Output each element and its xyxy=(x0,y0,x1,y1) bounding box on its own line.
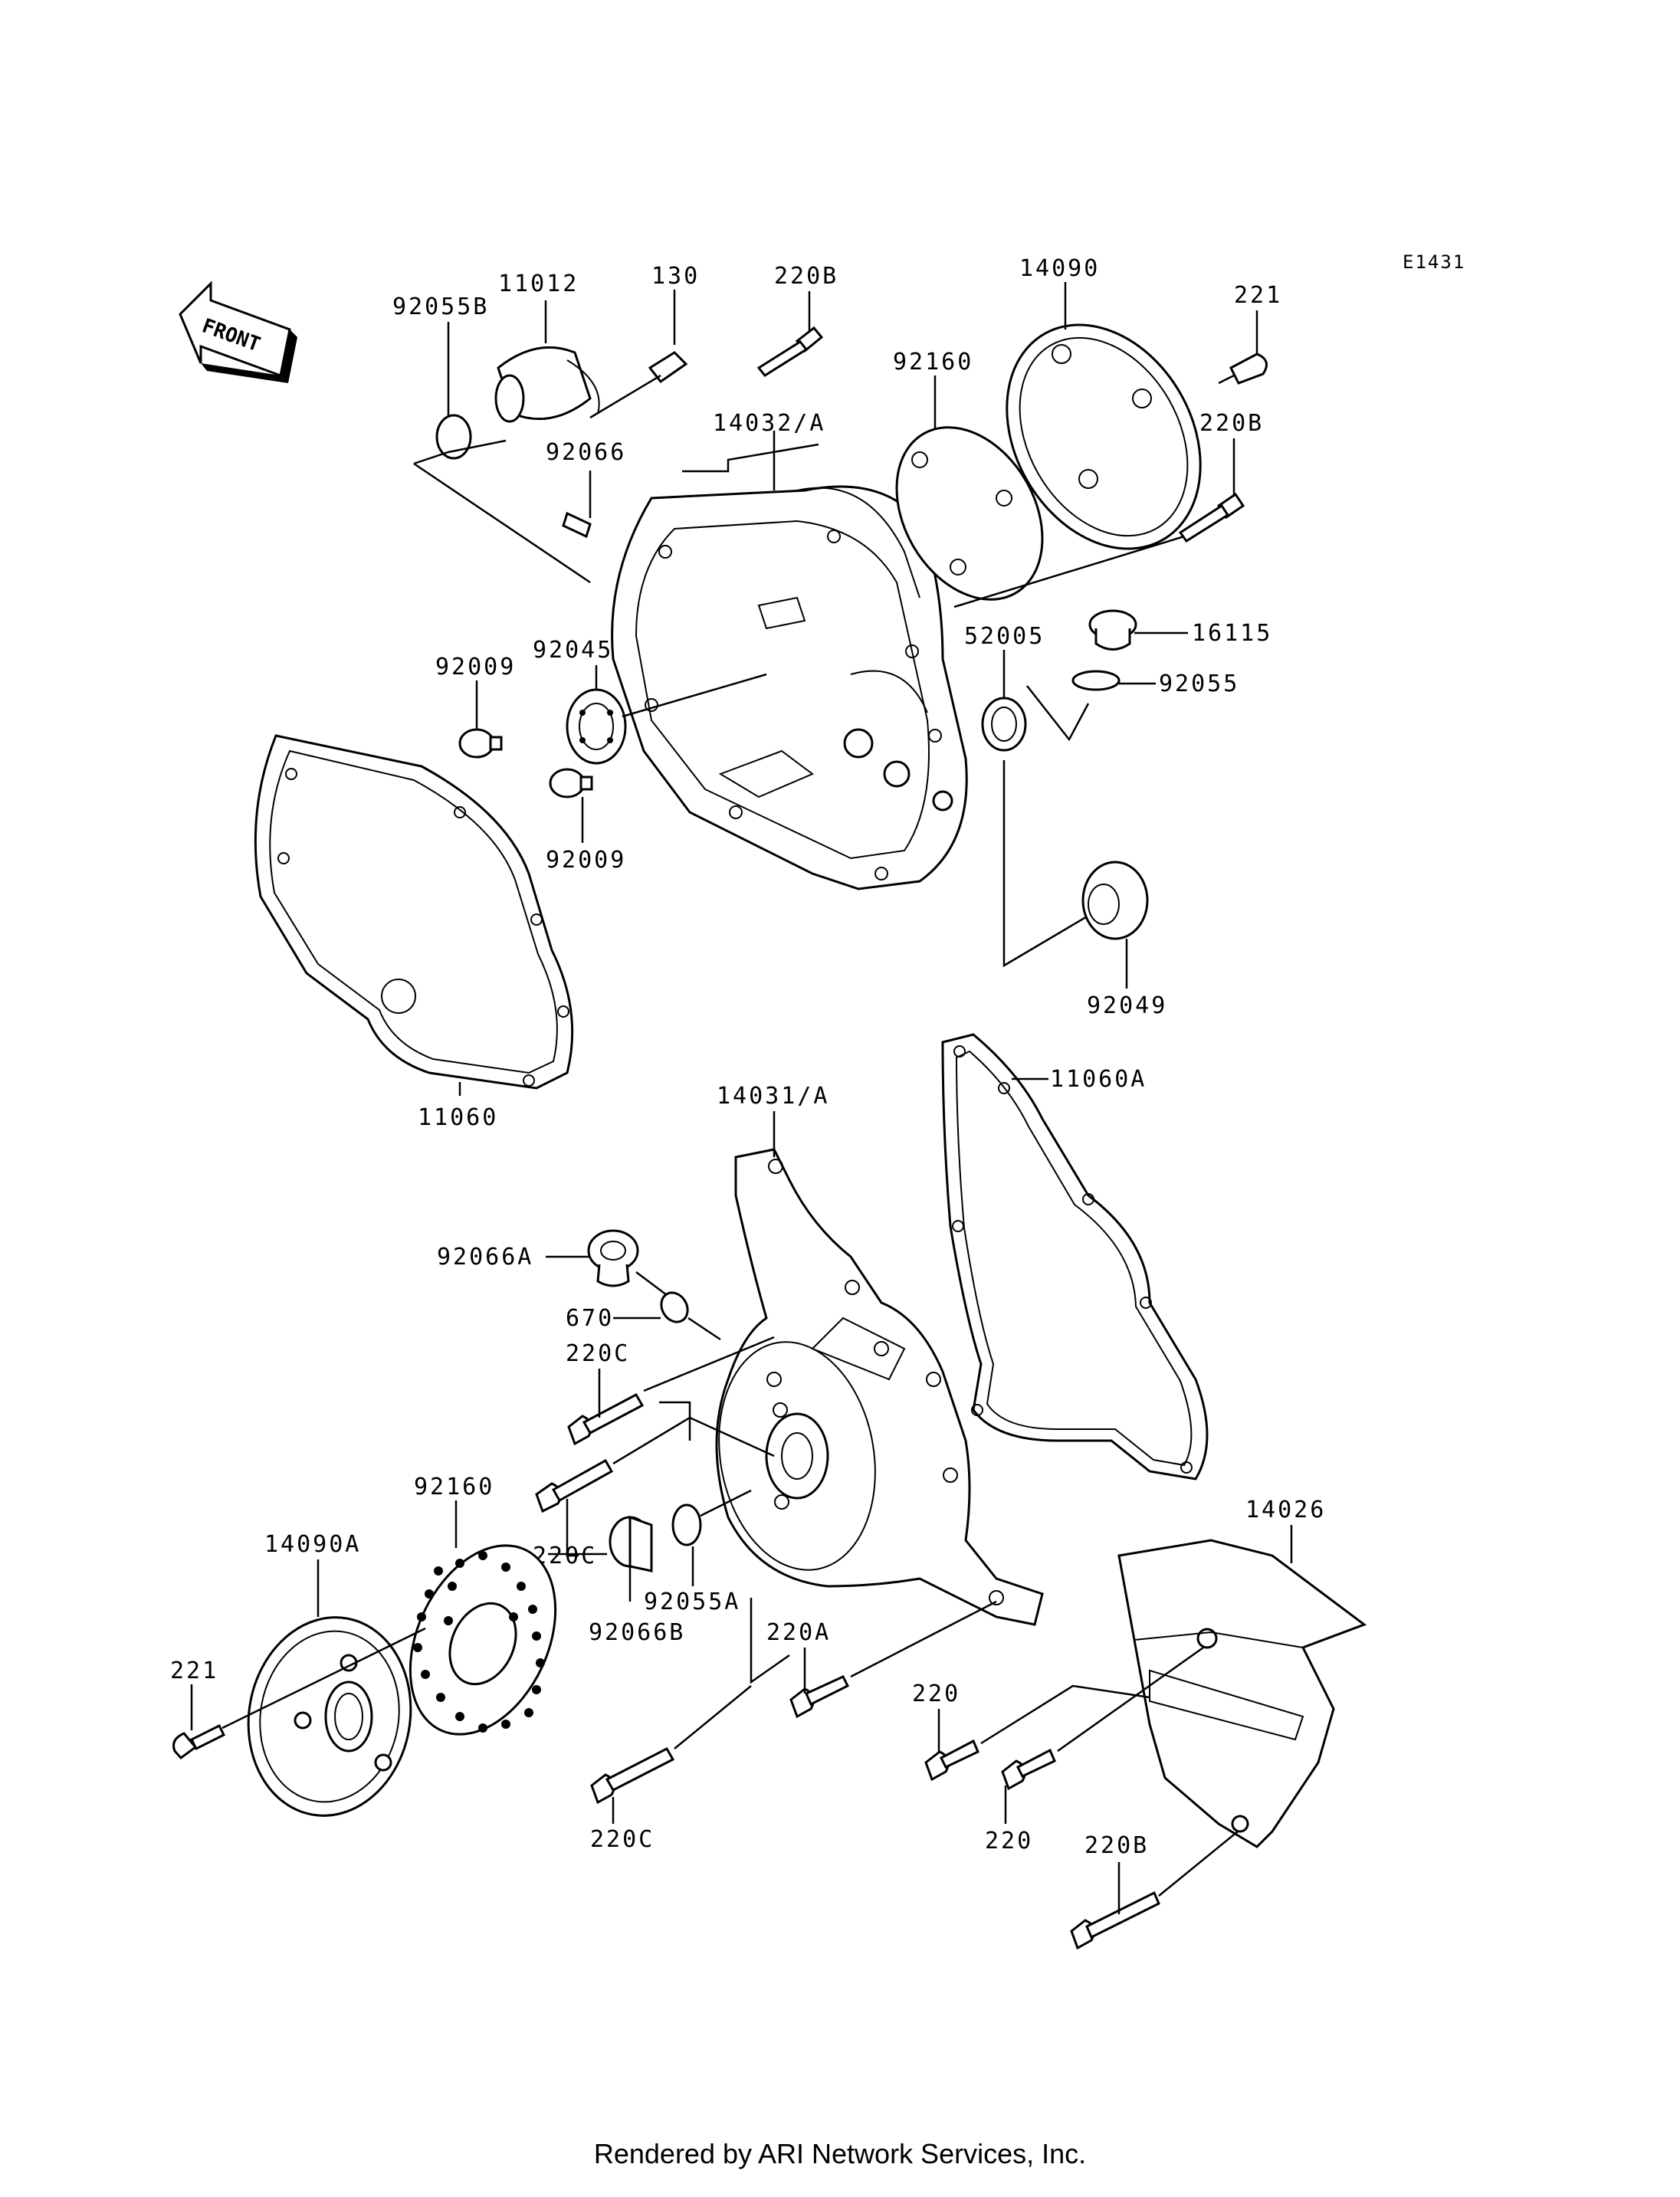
label-92160-top: 92160 xyxy=(893,349,973,375)
leader-line xyxy=(1057,1646,1204,1753)
o-ring-92055A xyxy=(671,1503,702,1546)
o-ring-92055 xyxy=(1071,670,1121,691)
label-92055B: 92055B xyxy=(392,293,489,320)
plug-92009-a xyxy=(458,728,503,759)
label-92066A: 92066A xyxy=(437,1244,533,1271)
label-130: 130 xyxy=(651,263,700,290)
bolt-220B xyxy=(756,326,824,377)
cover-14090A xyxy=(247,1616,412,1817)
plate-92160-low xyxy=(409,1544,557,1736)
label-14090: 14090 xyxy=(1019,255,1100,282)
footer-credit: Rendered by ARI Network Services, Inc. xyxy=(593,2138,1087,2169)
bolt-220-b xyxy=(1001,1748,1056,1791)
leader-line xyxy=(221,1627,426,1730)
o-ring-92055B xyxy=(435,414,472,460)
label-92066B: 92066B xyxy=(589,1619,685,1646)
screw-221-low xyxy=(172,1723,226,1760)
plug-92066B xyxy=(609,1515,653,1572)
label-220-b: 220 xyxy=(985,1828,1033,1854)
label-14090A: 14090A xyxy=(264,1531,361,1558)
leader-line xyxy=(1026,685,1090,742)
label-92009-a: 92009 xyxy=(435,654,516,680)
label-92049: 92049 xyxy=(1087,992,1167,1019)
label-11060: 11060 xyxy=(418,1104,498,1131)
gasket-11060 xyxy=(254,734,574,1090)
leader-line xyxy=(635,1271,668,1296)
bolt-130 xyxy=(589,351,688,419)
label-52005: 52005 xyxy=(964,623,1045,650)
label-92160-low: 92160 xyxy=(414,1474,494,1500)
gasket-11060A xyxy=(941,1033,1209,1481)
bearing-92045 xyxy=(566,688,627,765)
seal-52005 xyxy=(981,697,1027,752)
label-92066: 92066 xyxy=(546,439,626,466)
screw-221-top xyxy=(1218,353,1268,385)
leader-line xyxy=(682,443,819,473)
leader-line xyxy=(643,1336,775,1392)
label-220C-c: 220C xyxy=(590,1826,655,1853)
label-220A: 220A xyxy=(766,1619,831,1646)
cover-14032A xyxy=(611,485,968,890)
leader-line xyxy=(687,1317,721,1341)
label-11060A: 11060A xyxy=(1050,1066,1147,1093)
leader-line xyxy=(953,535,1185,608)
plug-16115 xyxy=(1088,609,1137,651)
bolt-220C-c xyxy=(590,1747,675,1805)
plug-92066A xyxy=(587,1229,639,1287)
leader-line xyxy=(980,1684,1150,1745)
label-14031A: 14031/A xyxy=(717,1083,829,1110)
leader-line xyxy=(850,1600,997,1678)
leader-line xyxy=(413,462,591,584)
front-arrow-icon: FRONT xyxy=(179,280,297,383)
label-14026: 14026 xyxy=(1245,1497,1326,1523)
plug-92009-b xyxy=(549,768,593,798)
label-220-a: 220 xyxy=(912,1681,960,1707)
dowel-pin-92066 xyxy=(562,511,592,539)
o-ring-670 xyxy=(660,1291,689,1323)
bolt-220B-low xyxy=(1070,1890,1160,1950)
cover-14090 xyxy=(1006,323,1202,550)
label-220B-top: 220B xyxy=(774,263,838,290)
plate-92160-top xyxy=(895,426,1044,601)
leader-line xyxy=(659,1401,691,1441)
leader-line xyxy=(750,1598,790,1684)
label-92045: 92045 xyxy=(533,637,613,664)
leader-line xyxy=(674,1685,752,1749)
leader-line xyxy=(1002,760,1089,968)
label-92009-b: 92009 xyxy=(546,847,626,874)
bolt-220C-a xyxy=(567,1392,645,1446)
leader-line xyxy=(700,1489,752,1517)
label-670: 670 xyxy=(566,1305,614,1332)
cover-14026 xyxy=(1117,1539,1367,1848)
label-16115: 16115 xyxy=(1192,620,1272,647)
cover-14031A xyxy=(715,1148,1044,1626)
label-11012: 11012 xyxy=(498,271,579,297)
label-220C-a: 220C xyxy=(566,1340,630,1367)
label-92055A: 92055A xyxy=(644,1589,740,1615)
leader-line xyxy=(413,439,507,465)
leader-line xyxy=(622,673,767,718)
bolt-220C-b xyxy=(535,1458,614,1513)
bolt-220A xyxy=(789,1675,850,1719)
sleeve-part xyxy=(494,346,600,423)
bolt-220B-right xyxy=(1178,492,1245,543)
label-220B-right: 220B xyxy=(1199,410,1264,437)
diagram-code: E1431 xyxy=(1403,251,1465,273)
label-92055: 92055 xyxy=(1159,671,1239,697)
leader-line xyxy=(566,1499,579,1557)
bearing-92049 xyxy=(1081,861,1149,940)
bolt-220-a xyxy=(924,1739,979,1782)
label-14032A: 14032/A xyxy=(713,410,825,437)
label-220B-low: 220B xyxy=(1084,1832,1149,1859)
leader-line xyxy=(1158,1831,1239,1897)
label-221-top: 221 xyxy=(1234,282,1282,309)
label-221-low: 221 xyxy=(170,1658,218,1684)
